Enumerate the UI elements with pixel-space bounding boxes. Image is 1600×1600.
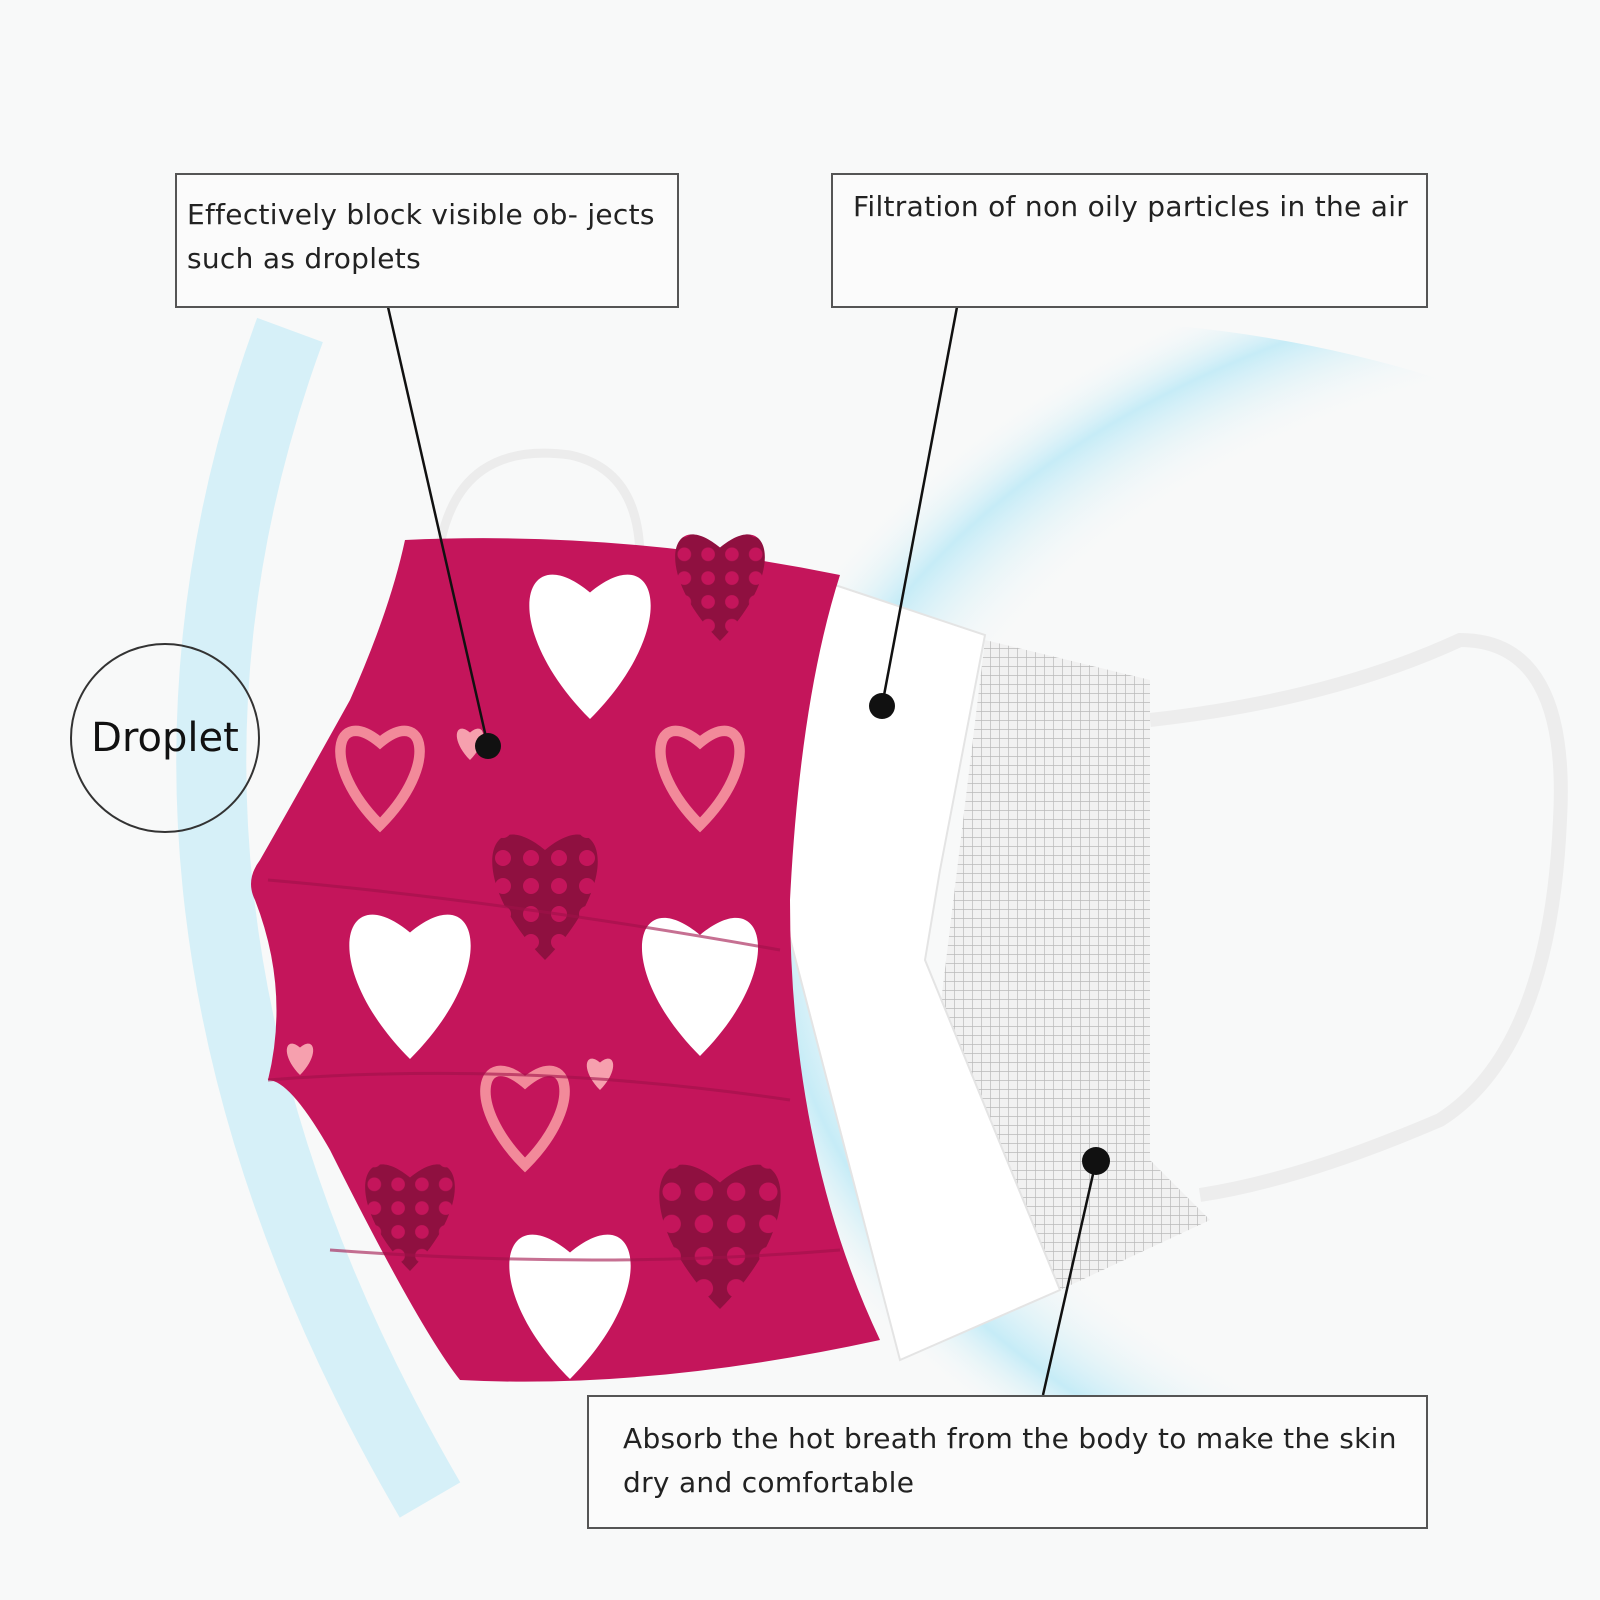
callout-dot-outer (475, 733, 501, 759)
outer-pink-layer (251, 538, 880, 1382)
callout-text: Filtration of non oily particles in the … (853, 190, 1409, 223)
inner-mesh-layer (940, 640, 1210, 1290)
leader-lines (386, 306, 1098, 1396)
callout-text: Effectively block visible ob- jects such… (187, 198, 655, 275)
droplet-circle: Droplet (70, 643, 260, 833)
callout-absorb: Absorb the hot breath from the body to m… (587, 1395, 1428, 1529)
droplet-label: Droplet (91, 715, 239, 761)
callout-dot-inner (1082, 1147, 1110, 1175)
pleat-lines (267, 878, 841, 1262)
ear-loop-left (435, 448, 645, 561)
middle-white-layer (778, 578, 1062, 1362)
callout-filtration: Filtration of non oily particles in the … (831, 173, 1428, 308)
ear-loop-right (1149, 632, 1568, 1202)
callout-text: Absorb the hot breath from the body to m… (623, 1422, 1397, 1499)
callout-dot-middle (869, 693, 895, 719)
blue-arc-band (176, 317, 461, 1518)
callout-block-droplets: Effectively block visible ob- jects such… (175, 173, 679, 308)
